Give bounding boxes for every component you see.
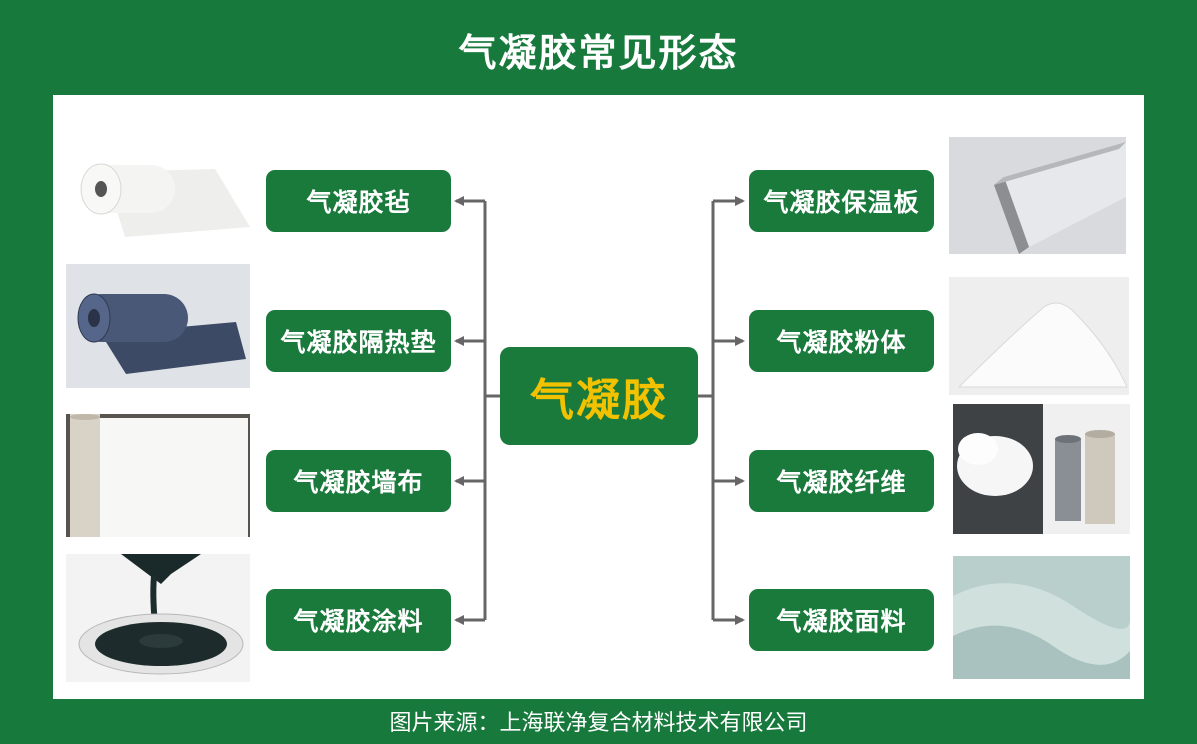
node-left-3: 气凝胶墙布	[266, 450, 451, 512]
fabric-image	[953, 556, 1130, 679]
insulation-pad-image	[66, 264, 250, 388]
fiber-image	[953, 404, 1130, 534]
powder-image	[949, 277, 1129, 395]
coating-image	[66, 554, 250, 682]
wall-cloth-image	[66, 414, 250, 537]
node-left-4: 气凝胶涂料	[266, 589, 451, 651]
source-footer: 图片来源：上海联净复合材料技术有限公司	[389, 711, 808, 736]
insulation-board-image	[949, 137, 1126, 254]
node-right-2: 气凝胶粉体	[749, 310, 934, 372]
node-right-3: 气凝胶纤维	[749, 450, 934, 512]
node-right-1: 气凝胶保温板	[749, 170, 934, 232]
center-node: 气凝胶	[500, 347, 698, 445]
page-title: 气凝胶常见形态	[458, 31, 739, 75]
felt-roll-image	[65, 137, 252, 247]
node-left-1: 气凝胶毡	[266, 170, 451, 232]
node-right-4: 气凝胶面料	[749, 589, 934, 651]
node-left-2: 气凝胶隔热垫	[266, 310, 451, 372]
